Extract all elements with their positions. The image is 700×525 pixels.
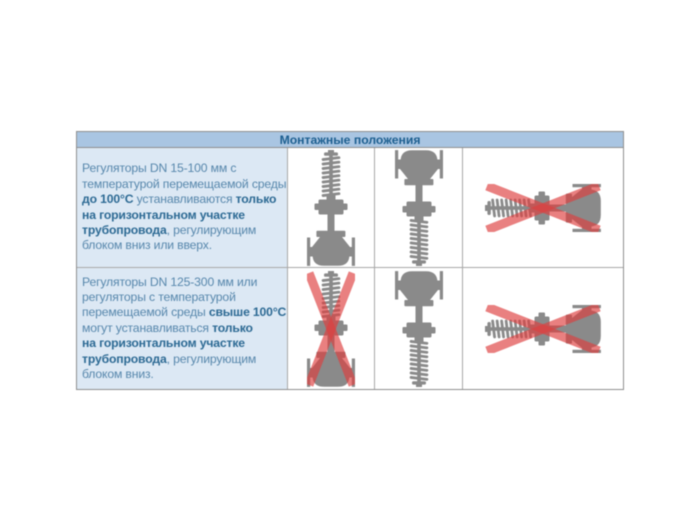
text-line: могут устанавливаться только: [82, 321, 287, 336]
row1-figure-horizontal-cell: [463, 148, 623, 268]
valve-figure-spring-up-crossed: [307, 270, 355, 387]
text-line: Регуляторы DN 15-100 мм с: [82, 161, 287, 176]
mounting-positions-table: Монтажные положения Регуляторы DN 15-100…: [76, 131, 624, 390]
text-segment: блоком вниз.: [82, 367, 154, 382]
valve-figure-horizontal-crossed: [485, 304, 601, 353]
valve-figure-spring-down: [394, 270, 443, 387]
valve-figure-spring-down: [394, 149, 443, 266]
text-segment: перемещаемой среды: [82, 305, 209, 320]
text-segment-bold: свыше 100°С: [208, 305, 287, 320]
valve-figure-spring-up: [307, 149, 355, 266]
forbidden-cross-icon: [485, 304, 601, 353]
text-segment-bold: трубопровода: [82, 351, 167, 366]
text-segment: температурой перемещаемой среды: [82, 176, 287, 191]
text-segment-bold: до 100°С: [82, 192, 134, 207]
row2-figure-spring-up-cell: [288, 268, 375, 389]
text-line: блоком вниз.: [82, 367, 287, 382]
valve-silhouette: [394, 149, 443, 266]
text-line: температурой перемещаемой среды: [82, 177, 287, 192]
text-segment: регуляторы с температурой: [82, 289, 236, 304]
text-line: Регуляторы DN 125-300 мм или: [82, 275, 287, 290]
valve-silhouette: [307, 149, 355, 266]
text-segment: Регуляторы DN 15-100 мм с: [82, 161, 237, 176]
forbidden-cross-icon: [485, 183, 601, 232]
text-segment: Регуляторы DN 125-300 мм или: [82, 274, 258, 289]
text-line: до 100°С устанавливаются только: [82, 192, 287, 207]
text-line: блоком вниз или вверх.: [82, 238, 287, 253]
text-segment: , регулирующим: [166, 351, 257, 366]
text-segment: , регулирующим: [166, 222, 257, 237]
text-line: на горизонтальном участке: [82, 336, 287, 351]
text-line: на горизонтальном участке: [82, 208, 287, 223]
row2-figure-spring-down-cell: [375, 268, 463, 389]
row1-figure-spring-down-cell: [375, 148, 463, 268]
text-line: трубопровода, регулирующим: [82, 223, 287, 238]
text-line: трубопровода, регулирующим: [82, 352, 287, 367]
text-segment-bold: трубопровода: [82, 222, 167, 237]
text-segment: устанавливаются: [133, 192, 236, 207]
text-segment-bold: только: [235, 192, 277, 207]
valve-silhouette: [394, 270, 443, 387]
text-segment-bold: на горизонтальном участке: [82, 336, 245, 351]
text-line: перемещаемой среды свыше 100°С: [82, 305, 287, 320]
table-header: Монтажные положения: [77, 132, 623, 148]
text-line: регуляторы с температурой: [82, 290, 287, 305]
text-segment-bold: только: [212, 320, 253, 335]
table-title: Монтажные положения: [279, 132, 421, 147]
row2-figure-horizontal-cell: [463, 268, 623, 389]
text-segment: могут устанавливаться: [82, 320, 213, 335]
valve-figure-horizontal-crossed: [485, 183, 601, 232]
text-segment-bold: на горизонтальном участке: [82, 207, 245, 222]
row1-figure-spring-up-cell: [288, 148, 375, 268]
text-segment: блоком вниз или вверх.: [82, 238, 212, 253]
forbidden-cross-icon: [307, 270, 355, 387]
